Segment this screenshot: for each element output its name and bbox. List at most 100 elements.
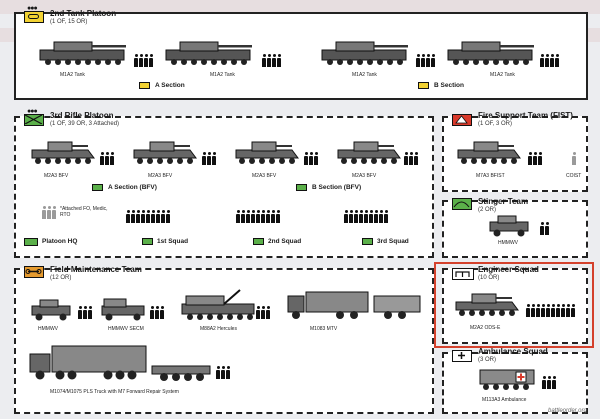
soldier-icon (110, 152, 114, 165)
bfv-3-crew (304, 152, 318, 165)
fist-subtitle: (1 OF, 3 OR) (478, 121, 513, 127)
m1a2-tank-2 (165, 41, 252, 65)
soldier-icon (226, 366, 230, 379)
tank-platoon-subtitle: (1 OF, 15 OR) (50, 19, 88, 25)
maint-hmmwv-caption: HMMWV (38, 326, 58, 332)
maint-hmmwv-crew (78, 306, 92, 319)
m113a3-ambulance (479, 369, 535, 390)
bfv-1-caption: M2A3 BFV (44, 173, 69, 179)
soldier-icon (384, 210, 388, 223)
squad-3-label: 3rd Squad (377, 238, 409, 245)
squad-2-chip (253, 238, 264, 245)
rifle-platoon-symbol: ●●● (24, 108, 44, 126)
soldier-icon (561, 304, 565, 317)
soldier-icon (354, 210, 358, 223)
maint-hmmwv-secm (101, 298, 145, 321)
soldier-icon (421, 54, 425, 67)
soldier-icon (221, 366, 225, 379)
tank-4-caption: M1A2 Tank (490, 72, 515, 78)
maintenance-subtitle: (12 OR) (50, 275, 72, 281)
soldier-icon (267, 54, 271, 67)
soldier-icon (528, 152, 532, 165)
soldier-icon (545, 222, 549, 235)
tank-3-crew (416, 54, 435, 67)
m2a3-bfv-4 (337, 141, 401, 164)
soldier-icon (369, 210, 373, 223)
soldier-icon (136, 210, 140, 223)
engineer-subtitle: (10 OR) (478, 275, 500, 281)
m2a3-bfv-2 (133, 141, 197, 164)
soldier-icon (261, 210, 265, 223)
platoon-hq-chip (24, 238, 38, 246)
soldier-icon (251, 210, 255, 223)
soldier-icon (42, 206, 46, 219)
soldier-icon (533, 152, 537, 165)
b-section-chip (418, 82, 429, 89)
soldier-icon (409, 152, 413, 165)
tank-platoon-symbol: ●●● (24, 5, 44, 23)
soldier-icon (207, 152, 211, 165)
soldier-icon (542, 376, 546, 389)
m1083-mtv (287, 291, 369, 319)
soldier-icon (431, 54, 435, 67)
soldier-icon (555, 54, 559, 67)
soldier-icon (236, 210, 240, 223)
soldier-icon (309, 152, 313, 165)
soldier-icon (83, 306, 87, 319)
platoon-hq-label: Platoon HQ (42, 238, 78, 245)
soldier-icon (404, 152, 408, 165)
pls-crew (216, 366, 230, 379)
maintenance-symbol (24, 266, 44, 278)
soldier-icon (426, 54, 430, 67)
tank-2-caption: M1A2 Tank (210, 72, 235, 78)
m7a3-bfist (457, 141, 521, 164)
soldier-icon (547, 376, 551, 389)
a-section-bfv-chip (92, 184, 103, 191)
soldier-icon (550, 54, 554, 67)
ambulance-symbol (452, 350, 472, 362)
squad-3-soldiers (344, 210, 388, 223)
soldier-icon (538, 152, 542, 165)
squad-1-soldiers (126, 210, 170, 223)
soldier-icon (571, 304, 575, 317)
bfv-1-crew (100, 152, 114, 165)
maint-secm-crew (150, 306, 164, 319)
maint-hmmwv (31, 299, 71, 321)
soldier-icon (266, 306, 270, 319)
a-section-chip (139, 82, 150, 89)
soldier-icon (52, 206, 56, 219)
soldier-icon (139, 54, 143, 67)
m2a2-ods-e (455, 293, 519, 316)
a-section-label: A Section (155, 82, 185, 89)
m2a3-bfv-3 (235, 141, 299, 164)
soldier-icon (344, 210, 348, 223)
soldier-icon (256, 306, 260, 319)
attached-note: *Attached FO, Medic, RTO (60, 206, 108, 218)
stinger-hmmwv-caption: HMMWV (498, 240, 518, 246)
m1a2-tank-4 (447, 41, 534, 65)
bfv-4-crew (404, 152, 418, 165)
stinger-symbol (452, 198, 472, 210)
repair-trailer (373, 295, 421, 319)
pls-caption: M1074/M1075 PLS Truck with M7 Forward Re… (50, 389, 179, 395)
stinger-title: Stinger Team (478, 197, 529, 206)
soldier-icon (146, 210, 150, 223)
bfv-4-caption: M2A3 BFV (352, 173, 377, 179)
rifle-platoon-subtitle: (1 OF, 39 OR, 3 Attached) (50, 121, 120, 127)
soldier-icon (100, 152, 104, 165)
m2a3-bfv-1 (31, 141, 95, 164)
b-section-label: B Section (434, 82, 464, 89)
soldier-icon (552, 376, 556, 389)
soldier-icon (156, 210, 160, 223)
bfv-2-caption: M2A3 BFV (148, 173, 173, 179)
soldier-icon (212, 152, 216, 165)
soldier-icon (546, 304, 550, 317)
ambulance-caption: M113A3 Ambulance (482, 397, 527, 403)
tank-platoon-title: 2nd Tank Platoon (50, 9, 117, 18)
squad-2-soldiers (236, 210, 280, 223)
rifle-platoon-panel (14, 116, 434, 258)
maintenance-title: Field Maintenance Team (50, 265, 142, 274)
squad-2-label: 2nd Squad (268, 238, 302, 245)
soldier-icon (536, 304, 540, 317)
soldier-icon (416, 54, 420, 67)
